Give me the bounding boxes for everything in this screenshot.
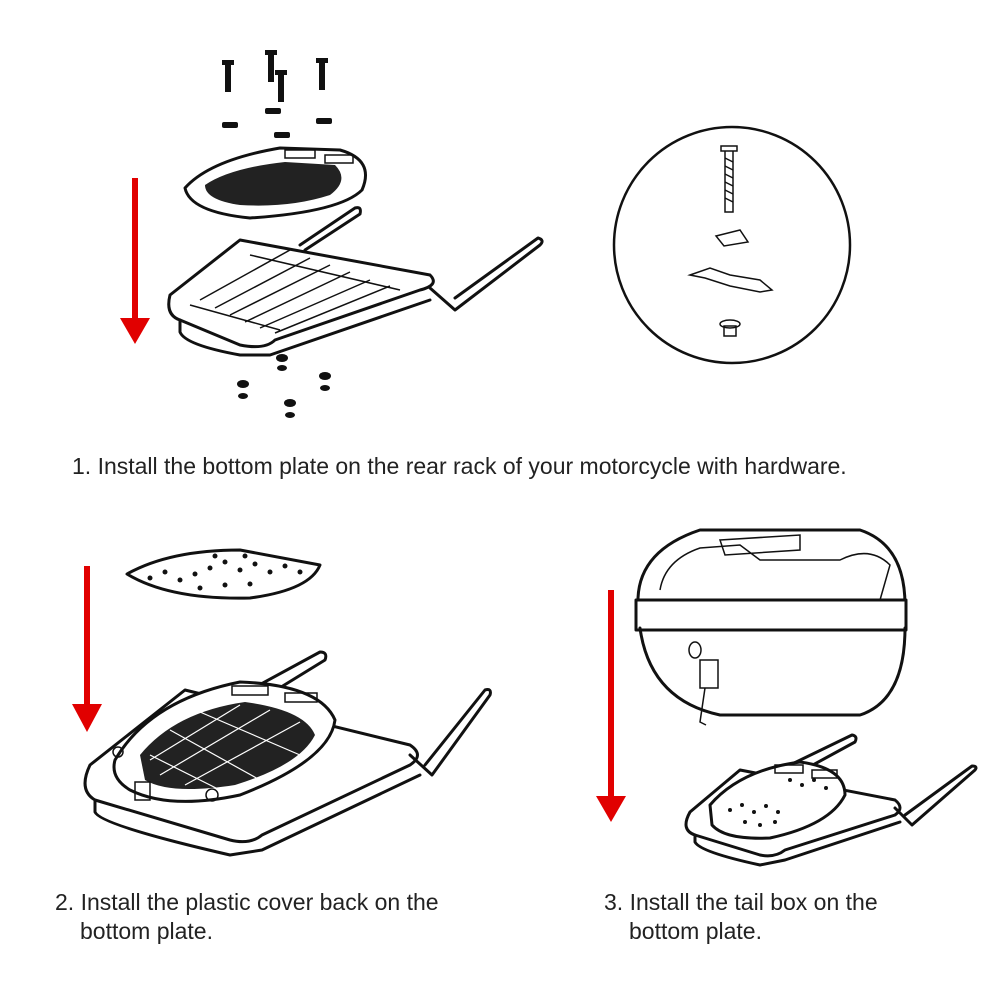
step2-rack-with-plate [83, 650, 492, 857]
hardware-detail-inset [612, 125, 852, 365]
step-3-instruction: 3. Install the tail box on the bottom pl… [604, 888, 878, 946]
step2-down-arrow [72, 566, 102, 732]
step-3-text-line1: 3. Install the tail box on the [604, 889, 878, 915]
step3-down-arrow [596, 590, 626, 822]
step-3-text-line2: bottom plate. [629, 918, 762, 944]
step2-plastic-cover [125, 548, 322, 600]
step-2-instruction: 2. Install the plastic cover back on the… [55, 888, 439, 946]
step1-down-arrow [120, 178, 150, 344]
step1-bolts [222, 50, 332, 138]
step3-rack-with-cover [684, 733, 978, 867]
step3-tail-box [634, 528, 908, 726]
step-2-text-line1: 2. Install the plastic cover back on the [55, 889, 439, 915]
step1-rear-rack [167, 206, 544, 357]
step-2-text-line2: bottom plate. [80, 918, 213, 944]
step-1-text: 1. Install the bottom plate on the rear … [72, 453, 847, 479]
step1-bottom-plate [183, 146, 367, 220]
step1-nuts [237, 354, 331, 418]
step-1-instruction: 1. Install the bottom plate on the rear … [72, 452, 847, 481]
